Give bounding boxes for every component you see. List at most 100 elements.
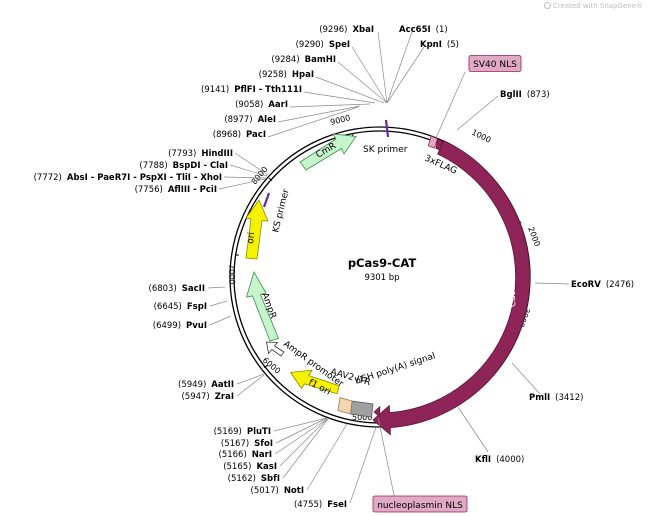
site-acc65i[interactable]: Acc65I (1) [399,25,448,35]
ori-feature[interactable] [245,199,269,260]
site-zrai-pos: (5947) [181,392,209,402]
site-sbfi[interactable]: (5162) SbfI [228,474,280,484]
site-aari[interactable]: (9058)AarI [235,100,288,110]
site-labels-bottom: (5169)PluTI (5167) SfoI (5166)NarI (5165)… [214,427,347,510]
cas9-feature[interactable] [372,139,531,436]
site-kfli-name: KflI [475,455,491,465]
site-absi[interactable]: (7772) AbsI - PaeR7I - PspXI - TliI - Xho… [34,173,222,183]
sk-primer-feature[interactable] [384,119,390,138]
site-nari-pos: (5166) [219,450,247,460]
site-afliii-name: AflIII - PciI [168,185,217,195]
site-bamhi[interactable]: (9284) BamHI [271,55,336,65]
site-pluti-pos: (5169) [214,427,242,437]
site-sbfi-pos: (5162) [228,474,256,484]
tick-label-2000: 2000 [526,225,542,247]
ks-primer-feature[interactable] [262,192,271,208]
leader-sbfi [282,418,329,479]
site-nari[interactable]: (5166)NarI [219,450,272,460]
site-alei[interactable]: (8977)AleI [224,115,276,125]
site-sfoi-pos: (5167) [221,439,249,449]
site-pluti[interactable]: (5169)PluTI [214,427,271,437]
site-xbai[interactable]: (9296)XbaI [319,25,374,35]
leader-tth [303,91,376,104]
site-kasi[interactable]: (5165)KasI [223,462,277,472]
site-labels-top: (9296)XbaI (9290)SpeI (9284) BamHI (9258)… [201,25,374,140]
site-hindiii-pos: (7793) [168,149,196,159]
sv40-nls-feature[interactable] [427,135,438,149]
site-kfli[interactable]: KflI (4000) [475,455,524,465]
nucleoplasmin-nls-callout[interactable]: nucleoplasmin NLS [372,495,468,513]
site-zrai[interactable]: (5947)ZraI [181,392,234,402]
site-hpai-pos: (9258) [259,70,287,80]
site-kasi-pos: (5165) [223,462,251,472]
leader-zrai [236,374,265,397]
site-sacii[interactable]: (6803) SacII [149,284,206,294]
site-noti[interactable]: (5017) NotI [251,486,304,496]
leader-hpai [315,76,385,104]
site-tth-name: PflFI - Tth111I [234,85,302,95]
site-sfoi-name: SfoI [254,439,273,449]
ampr-feature[interactable] [245,270,280,342]
site-sbfi-name: SbfI [261,474,280,484]
site-kpni[interactable]: KpnI(5) [420,40,459,50]
site-pvui-name: PvuI [186,321,207,331]
site-acc65i-name: Acc65I [399,25,431,35]
leader-pluti [273,417,328,432]
site-absi-pos: (7772) [34,173,62,183]
site-afliii[interactable]: (7756)AflIII - PciI [135,185,217,195]
site-fsei-pos: (4755) [294,500,322,510]
f1-ori-feature[interactable] [289,369,340,395]
site-hpai[interactable]: (9258) HpaI [259,70,314,80]
site-fsei-name: FseI [327,500,347,510]
ori-label: ori [246,232,257,245]
site-bglii[interactable]: BglII(873) [500,90,550,100]
sv40-nls-label: SV40 NLS [473,60,517,70]
site-absi-name: AbsI - PaeR7I - PspXI - TliI - XhoI [67,173,222,183]
sk-primer-label: SK primer [363,145,408,155]
site-paci[interactable]: (8968)PacI [213,130,266,140]
site-sacii-pos: (6803) [149,284,177,294]
site-bspdi[interactable]: (7788) BspDI - ClaI [139,161,228,171]
leader-kasi [279,418,328,467]
site-bglii-pos: (873) [527,90,550,100]
site-aatii[interactable]: (5949)AatII [178,380,234,390]
site-sfoi[interactable]: (5167) SfoI [221,439,273,449]
site-spei[interactable]: (9290)SpeI [296,40,350,50]
site-spei-name: SpeI [329,40,350,50]
nucleoplasmin-nls-feature[interactable] [373,405,381,418]
site-hindiii[interactable]: (7793)HindIII [168,149,233,159]
tick-mark-7000 [234,254,239,256]
site-noti-name: NotI [284,486,304,496]
ampr-promoter-feature[interactable] [266,341,285,357]
site-aari-name: AarI [268,100,288,110]
leader-absi [223,176,267,179]
site-pvui[interactable]: (6499)PvuI [153,321,207,331]
leader-hindiii [234,152,269,176]
site-noti-pos: (5017) [251,486,279,496]
site-kfli-pos: (4000) [496,455,524,465]
snapgene-logo-icon [543,2,551,9]
leader-acc65i [386,31,413,104]
sv40-nls-callout[interactable]: SV40 NLS [468,55,522,72]
watermark-text: Created with SnapGene® [552,2,643,10]
leader-paci [267,106,359,138]
site-bspdi-pos: (7788) [139,161,167,171]
site-bamhi-pos: (9284) [271,55,299,65]
leader-nari [274,418,328,455]
site-pmli[interactable]: PmlI(3412) [529,393,583,403]
site-fsei[interactable]: (4755) FseI [294,500,347,510]
aav2-itr-feature[interactable] [337,396,353,415]
leader-aatii [236,373,265,385]
site-bspdi-name: BspDI - ClaI [173,161,228,171]
site-aatii-pos: (5949) [178,380,206,390]
cmr-feature[interactable] [299,133,357,171]
site-ecorv[interactable]: EcoRV(2476) [571,280,634,290]
site-tth[interactable]: (9141)PflFI - Tth111I [201,85,302,95]
3xflag-feature[interactable] [435,138,443,151]
bgh-polya-feature[interactable] [350,400,374,418]
site-sacii-name: SacII [182,284,205,294]
site-bamhi-name: BamHI [305,55,336,65]
site-hpai-name: HpaI [292,70,314,80]
site-fspi[interactable]: (6645)FspI [154,302,207,312]
site-acc65i-pos: (1) [436,25,448,35]
